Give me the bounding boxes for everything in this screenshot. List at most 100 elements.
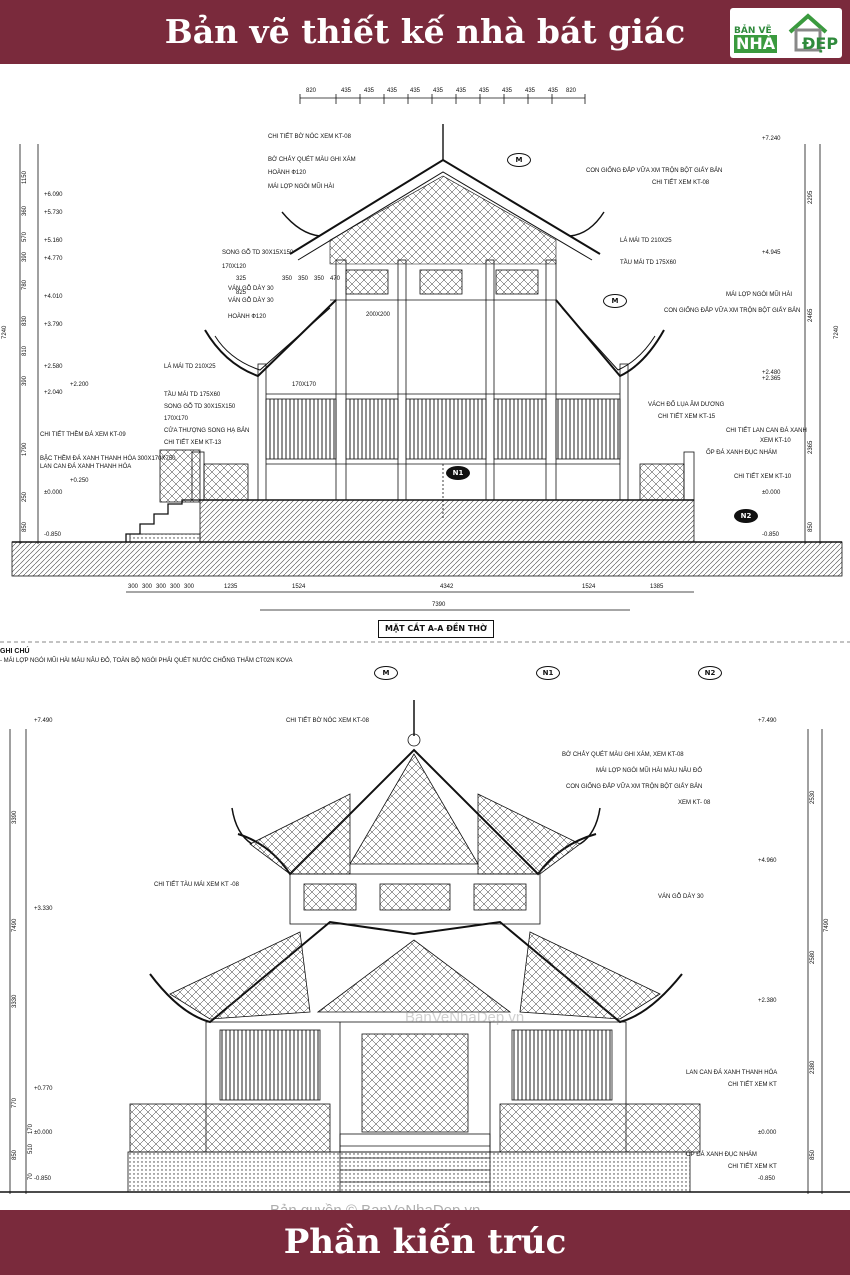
dimension-label: 7490 [12, 918, 18, 932]
dimension-label: 300 [184, 584, 195, 590]
annotation-label: 170X120 [222, 264, 247, 270]
level-marker: +5.160 [44, 238, 63, 244]
dimension-label: 390 [22, 375, 28, 386]
dimension-label: 3330 [12, 994, 18, 1008]
dimension-label: 435 [548, 88, 559, 94]
annotation-label: CHI TIẾT XEM KT [728, 1164, 777, 1170]
footer-title: Phần kiến trúc [283, 1222, 567, 1262]
section-side-total-right: 7240 [834, 325, 840, 339]
annotation-label: TẦU MÁI TD 175X60 [164, 392, 221, 398]
level-marker: +0.770 [34, 1086, 53, 1092]
marker-m-section-2: M [603, 294, 627, 308]
annotation-label: CHI TIẾT THỀM ĐÁ XEM KT-09 [40, 432, 126, 438]
site-logo[interactable]: BẢN VẼ NHÀ ĐẸP [730, 8, 842, 58]
dimension-label: 1150 [22, 171, 28, 184]
inner-dimension-label: 825 [236, 290, 247, 296]
dimension-label: 850 [808, 521, 814, 532]
annotation-label: CON GIỐNG ĐẮP VỮA XM TRỘN BỘT GIẤY BẢN [664, 308, 801, 314]
dimension-label: 435 [525, 88, 536, 94]
notes-line: - MÁI LỢP NGÓI MŨI HÀI MÀU NÂU ĐỎ, TOÀN … [0, 658, 293, 664]
annotation-label: XEM KT- 08 [678, 800, 711, 806]
annotation-label: HOÀNH Ф120 [268, 170, 306, 176]
elevation-drawing [0, 700, 850, 1194]
notes-title: GHI CHÚ [0, 648, 30, 655]
watermark-text: BanVeNhaDep.vn [405, 1009, 525, 1026]
dimension-label: 1524 [582, 584, 596, 590]
level-marker: +3.790 [44, 322, 63, 328]
annotation-label: MÁI LỢP NGÓI MŨI HÀI MÀU NÂU ĐỎ [596, 768, 703, 774]
annotation-label: LÁ MÁI TD 210X25 [620, 238, 672, 244]
inner-dimension-label: 350 [282, 276, 293, 282]
dimension-label: 830 [22, 315, 28, 326]
inner-dimension-label: 350 [298, 276, 309, 282]
house-logo-icon [788, 13, 828, 52]
dimension-label: 435 [502, 88, 513, 94]
level-marker: ±0.000 [758, 1130, 777, 1136]
inner-dimension-label: 325 [236, 276, 247, 282]
annotation-label: VÁN GỖ DÀY 30 [658, 894, 704, 900]
section-caption: MẶT CẮT A-A ĐỀN THỜ [378, 620, 494, 638]
level-marker: +7.490 [34, 718, 53, 724]
level-marker: +6.090 [44, 192, 63, 198]
dimension-label: 435 [341, 88, 352, 94]
level-marker: +3.330 [34, 906, 53, 912]
annotation-label: CHI TIẾT XEM KT-13 [164, 440, 222, 446]
dimension-label: 300 [170, 584, 181, 590]
marker-m-section: M [507, 153, 531, 167]
dimension-label: 2295 [808, 190, 814, 204]
inner-dimension-label: 350 [314, 276, 325, 282]
annotation-label: VÁN GỖ DÀY 30 [228, 298, 274, 304]
dimension-label: 820 [306, 88, 317, 94]
dimension-label: 435 [410, 88, 421, 94]
annotation-label: BẬC THỀM ĐÁ XANH THANH HÓA 300X170X750 [40, 456, 176, 462]
logo-text-mid: NHÀ [734, 34, 778, 53]
section-total-dimension: 7390 [432, 602, 446, 608]
annotation-label: SONG GỖ TD 30X15X150 [164, 404, 236, 410]
dimension-label: 435 [456, 88, 467, 94]
dimension-label: 2465 [808, 308, 814, 322]
level-marker: +2.380 [758, 998, 777, 1004]
dimension-label: 770 [12, 1097, 18, 1108]
dimension-label: 570 [22, 231, 28, 242]
annotation-label: TẦU MÁI TD 175X60 [620, 260, 677, 266]
marker-n1-section: N1 [446, 466, 470, 480]
level-marker: +7.240 [762, 136, 781, 142]
annotation-label: CHI TIẾT XEM KT-10 [734, 474, 792, 480]
annotation-label: MÁI LỢP NGÓI MŨI HÀI [268, 184, 335, 190]
annotation-label: LÁ MÁI TD 210X25 [164, 364, 216, 370]
annotation-label: BỜ CHẢY QUÉT MÀU GHI XÁM [268, 157, 356, 163]
level-marker: +2.365 [762, 376, 781, 382]
annotation-label: CHI TIẾT BỜ NÓC XEM KT-08 [286, 718, 369, 724]
annotation-label: CHI TIẾT BỜ NÓC XEM KT-08 [268, 134, 351, 140]
dimension-label: 7490 [824, 918, 830, 932]
annotation-label: CHI TIẾT XEM KT-08 [652, 180, 710, 186]
dimension-label: 435 [433, 88, 444, 94]
inner-dimension-label: 170X170 [292, 382, 317, 388]
dimension-label: 170 [28, 1123, 34, 1134]
dimension-label: 1385 [650, 584, 664, 590]
logo-text-top: BẢN VẼ [734, 26, 772, 36]
dimension-label: 300 [128, 584, 139, 590]
marker-n2-section: N2 [734, 509, 758, 523]
marker-m-elevation: M [374, 666, 398, 680]
inner-dimension-label: 200X200 [366, 312, 391, 318]
level-marker: -0.850 [44, 532, 62, 538]
annotation-label: 170X170 [164, 416, 189, 422]
logo-text-right: ĐẸP [802, 34, 839, 53]
section-drawing [11, 94, 843, 611]
annotation-label: XEM KT-10 [760, 438, 791, 444]
dimension-label: 3390 [12, 810, 18, 824]
annotation-label: CHI TIẾT XEM KT-15 [658, 414, 716, 420]
level-marker: +5.730 [44, 210, 63, 216]
annotation-label: VÁCH ĐỐ LỤA ÂM DƯƠNG [648, 402, 725, 408]
level-marker: +7.490 [758, 718, 777, 724]
level-marker: +2.480 [762, 370, 781, 376]
annotation-label: SONG GỖ TD 30X15X150 [222, 250, 294, 256]
annotation-label: MÁI LỢP NGÓI MŨI HÀI [726, 292, 793, 298]
dimension-label: 435 [387, 88, 398, 94]
level-marker: +4.770 [44, 256, 63, 262]
dimension-label: 2530 [810, 790, 816, 804]
dimension-label: 2365 [808, 440, 814, 454]
annotation-label: LAN CAN ĐÁ XANH THANH HÓA [40, 464, 132, 470]
